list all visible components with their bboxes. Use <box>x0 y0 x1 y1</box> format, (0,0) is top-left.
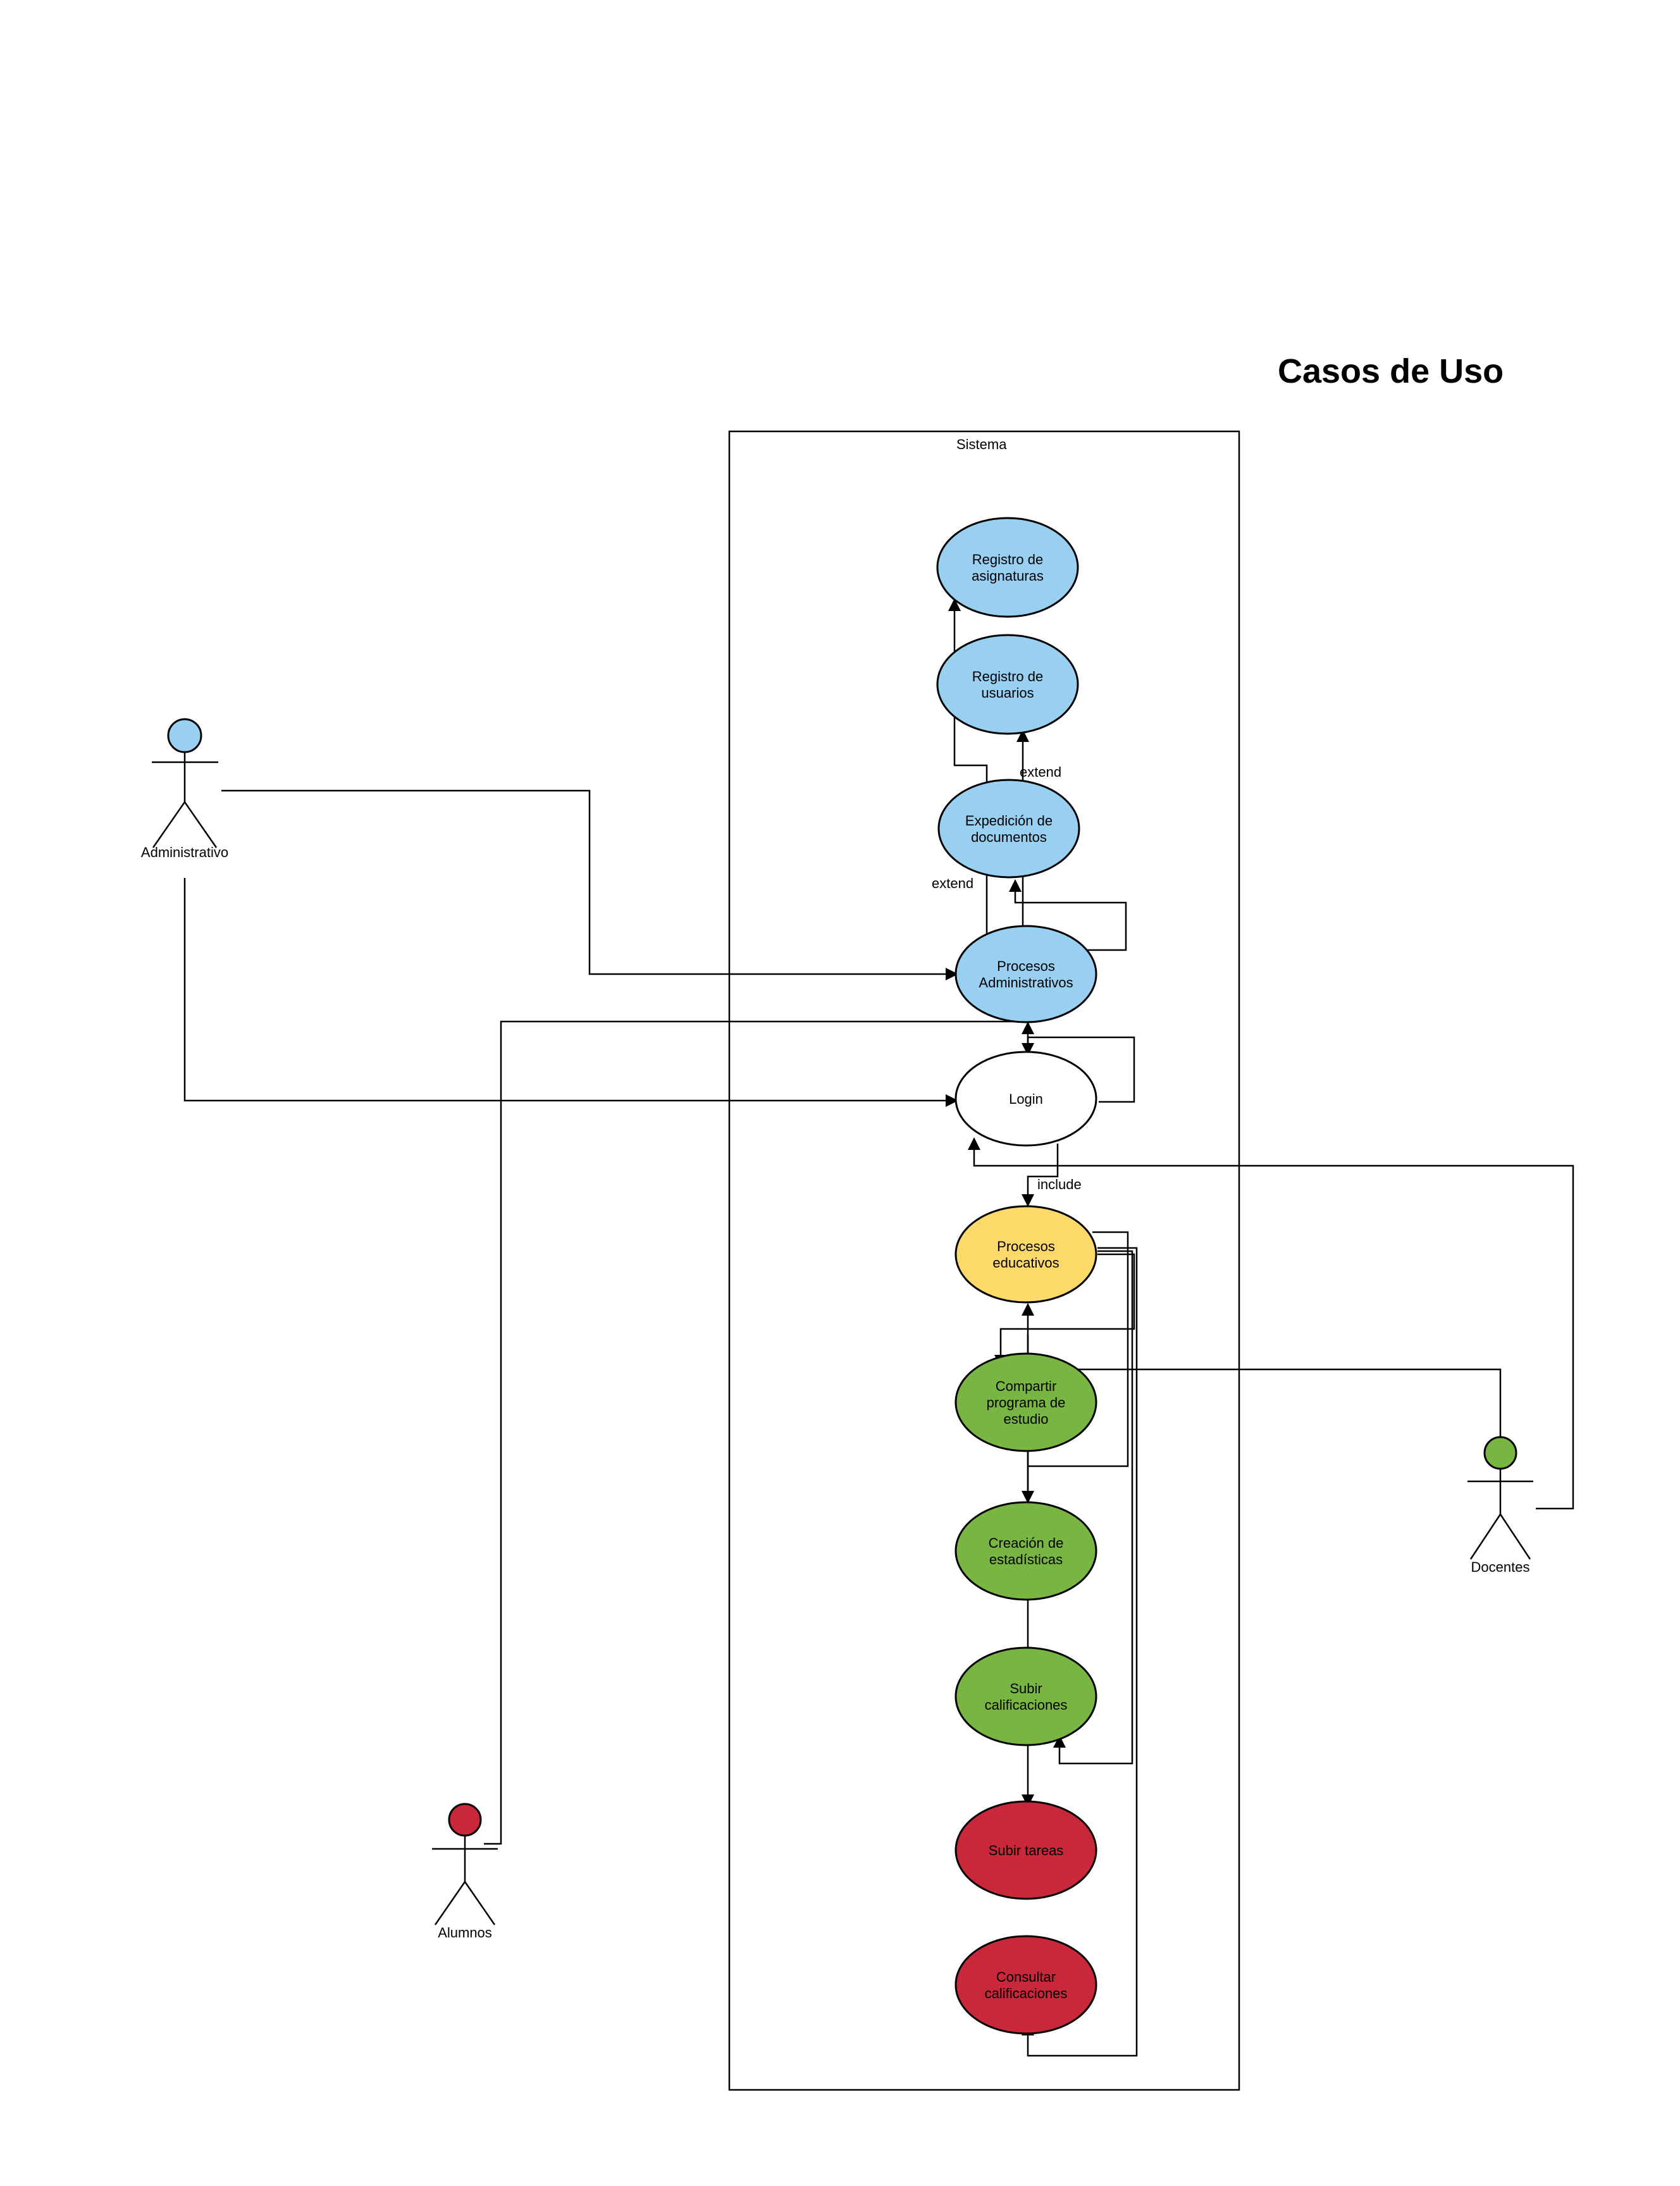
use-case-label: Registro de <box>972 552 1044 567</box>
page-title: Casos de Uso <box>1278 352 1504 390</box>
use-case-label: Registro de <box>972 669 1044 684</box>
link-login-loop <box>1027 1036 1135 1103</box>
actor-label: Docentes <box>1471 1559 1530 1575</box>
use-case-label: estadísticas <box>989 1552 1063 1567</box>
actor-body <box>432 1836 498 1925</box>
use-case-label: estudio <box>1004 1411 1049 1427</box>
use-case-login[interactable]: Login <box>954 1051 1097 1147</box>
use-case-ellipse <box>954 1051 1097 1147</box>
use-case-label: calificaciones <box>985 1697 1068 1713</box>
use-case-label: Compartir <box>996 1378 1057 1394</box>
use-case-label: Creación de <box>989 1535 1064 1551</box>
use-case-label: asignaturas <box>972 568 1044 584</box>
use-case-ellipse <box>936 634 1079 735</box>
link-alumnos-system <box>484 1020 1025 1845</box>
link-educativos-compartir <box>994 1253 1135 1368</box>
use-case-label: educativos <box>992 1255 1059 1271</box>
use-case-ellipse <box>954 1646 1097 1746</box>
use-case-label: Subir <box>1010 1681 1042 1696</box>
connections <box>183 598 1574 2057</box>
system-boundary <box>728 430 1240 2091</box>
link-admin-procesos-administrativos <box>221 789 958 980</box>
use-case-label: Login <box>1009 1091 1043 1107</box>
use-case-label: usuarios <box>981 685 1034 701</box>
actor-head <box>167 718 202 753</box>
use-case-label: programa de <box>987 1395 1066 1411</box>
system-label: Sistema <box>956 436 1007 452</box>
use-case-ellipse <box>954 1935 1097 2035</box>
use-case-label: documentos <box>971 829 1047 845</box>
actor-head <box>1483 1436 1517 1470</box>
use-case-label: Administrativos <box>979 975 1073 991</box>
actor-label: Alumnos <box>438 1925 492 1941</box>
include-label-login: include <box>1037 1176 1082 1192</box>
link-docentes-login <box>968 1137 1574 1510</box>
extend-label-mid: extend <box>1020 764 1061 780</box>
actor-body <box>152 753 218 848</box>
use-case-ellipse <box>937 779 1080 879</box>
link-educativos-compartir-return <box>1028 1231 1129 1467</box>
actor-head <box>448 1803 482 1837</box>
actor-body <box>1467 1469 1533 1560</box>
link-admin-expedicion <box>1009 879 1127 951</box>
link-educativos-subir-calificaciones <box>1053 1250 1133 1765</box>
link-login-procesos-educativos <box>1022 1144 1059 1207</box>
use-case-ellipse <box>954 1800 1097 1900</box>
use-case-subir-tareas[interactable]: Subir tareas <box>954 1800 1097 1900</box>
actor-alumnos[interactable]: Alumnos <box>432 1803 498 1941</box>
use-case-label: Expedición de <box>965 813 1053 829</box>
actor-administrativo[interactable]: Administrativo <box>141 718 228 860</box>
actor-label: Administrativo <box>141 844 228 860</box>
use-case-label: Subir tareas <box>989 1843 1064 1858</box>
use-case-label: Procesos <box>997 958 1055 974</box>
extend-label-left: extend <box>932 875 973 891</box>
link-docentes-compartir <box>1030 1368 1502 1437</box>
use-case-ellipse <box>936 517 1079 618</box>
actor-docentes[interactable]: Docentes <box>1467 1436 1533 1575</box>
use-case-ellipse <box>954 1205 1097 1304</box>
use-case-label: Procesos <box>997 1238 1055 1254</box>
use-case-ellipse <box>954 925 1097 1023</box>
use-case-label: calificaciones <box>985 1985 1068 2001</box>
link-educativos-consultar <box>1022 1247 1138 2057</box>
use-case-ellipse <box>954 1501 1097 1601</box>
link-admin-login <box>183 878 958 1107</box>
use-case-label: Consultar <box>996 1969 1056 1985</box>
use-case-ellipse <box>954 1352 1097 1452</box>
